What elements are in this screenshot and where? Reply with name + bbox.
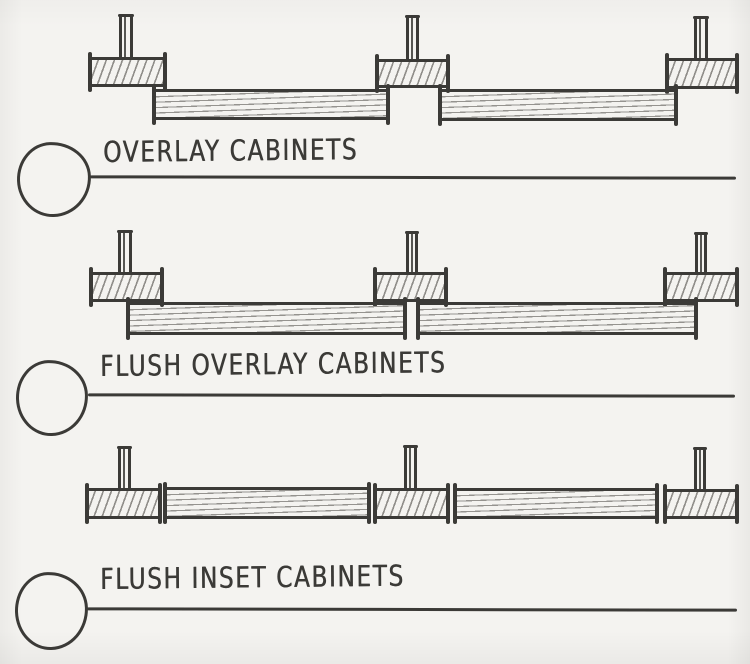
- face-frame-section: [662, 267, 739, 307]
- wall-section-stub-icon: [117, 230, 133, 273]
- wall-section-stub-icon: [403, 445, 418, 489]
- door-panel-section: [415, 297, 698, 340]
- flush-overlay-cabinets-label: FLUSH OVERLAY CABINETS: [99, 345, 447, 383]
- leader-line: [89, 175, 737, 180]
- wall-section-stub-icon: [693, 447, 707, 489]
- wall-section-stub-icon: [405, 231, 419, 273]
- face-frame-section: [87, 52, 167, 92]
- face-frame-section: [374, 54, 450, 93]
- overlay-cabinets-label: OVERLAY CABINETS: [102, 132, 359, 169]
- wall-section-stub-icon: [118, 14, 134, 58]
- wall-section-stub-icon: [693, 16, 709, 59]
- flush-inset-cabinets-label: FLUSH INSET CABINETS: [99, 558, 405, 596]
- door-panel-section: [125, 297, 407, 340]
- door-panel-section: [437, 84, 678, 126]
- leader-line: [87, 393, 736, 398]
- face-frame-section: [662, 484, 739, 524]
- leader-line: [86, 607, 738, 612]
- door-panel-section: [151, 84, 390, 125]
- callout-circle-icon: [13, 570, 90, 652]
- face-frame-section: [84, 483, 162, 524]
- wall-section-stub-icon: [405, 15, 420, 60]
- callout-circle-icon: [14, 358, 90, 438]
- wall-section-stub-icon: [117, 446, 132, 489]
- wall-section-stub-icon: [694, 232, 708, 273]
- callout-circle-icon: [15, 140, 93, 219]
- face-frame-section: [664, 53, 739, 94]
- door-panel-section: [452, 483, 659, 524]
- face-frame-section: [372, 267, 448, 307]
- face-frame-section: [372, 483, 450, 524]
- door-panel-section: [162, 482, 371, 524]
